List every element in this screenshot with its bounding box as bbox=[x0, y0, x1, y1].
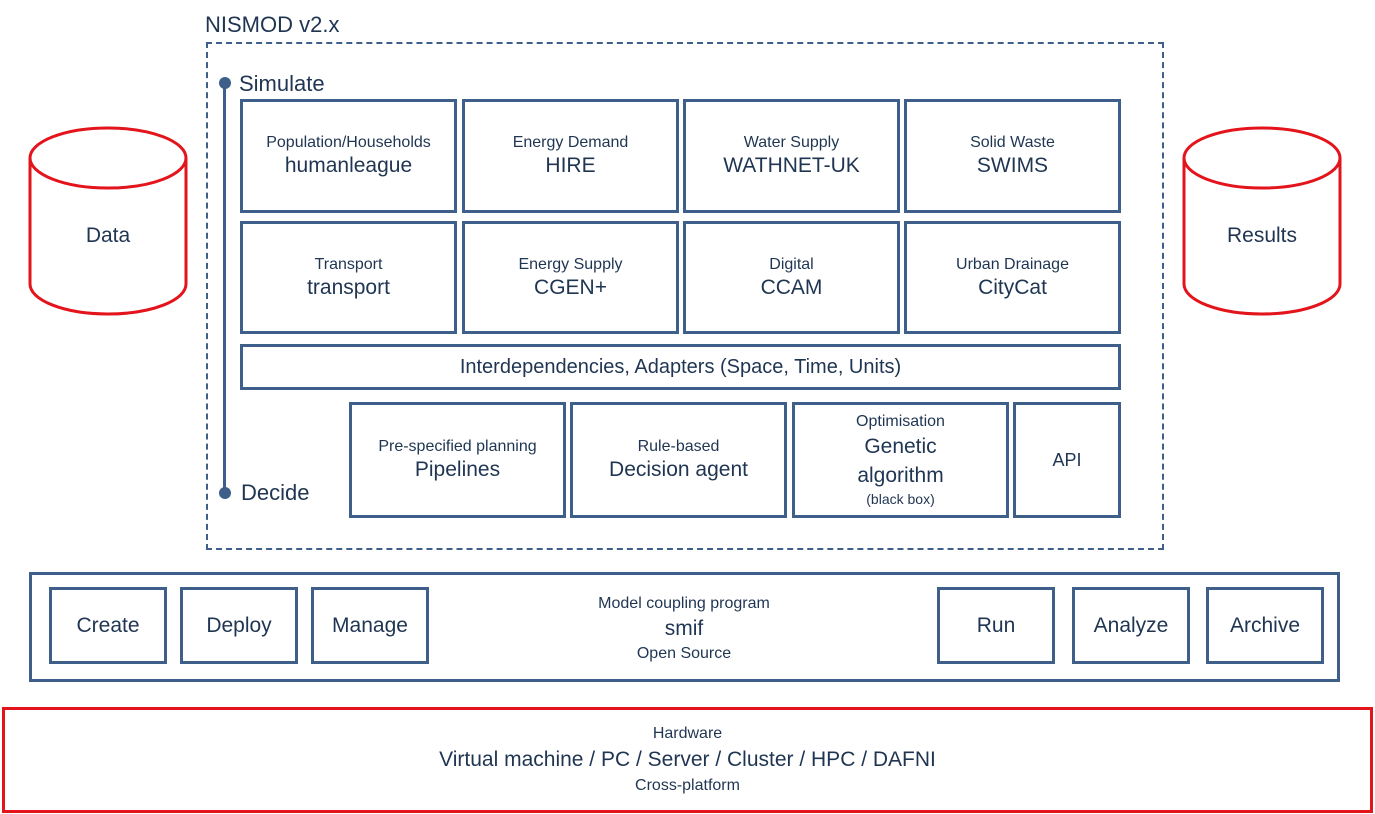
smif-center: Model coupling program smif Open Source bbox=[534, 590, 834, 668]
create-button[interactable]: Create bbox=[49, 587, 167, 664]
data-cylinder-icon bbox=[28, 126, 188, 316]
results-label: Results bbox=[1226, 224, 1298, 247]
model-category: Energy Demand bbox=[512, 134, 629, 151]
run-button[interactable]: Run bbox=[937, 587, 1055, 664]
decision-category: Pre-specified planning bbox=[378, 438, 537, 455]
model-solid-waste: Solid Waste SWIMS bbox=[904, 99, 1121, 213]
smif-name: smif bbox=[664, 617, 704, 640]
run-label: Run bbox=[976, 613, 1016, 637]
model-energy-supply: Energy Supply CGEN+ bbox=[462, 221, 679, 334]
data-store: Data bbox=[28, 126, 188, 316]
model-name: CGEN+ bbox=[534, 275, 607, 299]
create-label: Create bbox=[76, 613, 140, 637]
model-population-households: Population/Households humanleague bbox=[240, 99, 457, 213]
model-energy-demand: Energy Demand HIRE bbox=[462, 99, 679, 213]
decision-name: Decision agent bbox=[609, 458, 748, 481]
model-digital: Digital CCAM bbox=[683, 221, 900, 334]
model-category: Solid Waste bbox=[970, 134, 1055, 151]
decision-category: Optimisation bbox=[856, 413, 945, 430]
hardware-frame: Hardware Virtual machine / PC / Server /… bbox=[2, 707, 1373, 813]
decision-agent: Rule-based Decision agent bbox=[570, 402, 787, 518]
decision-genetic-algorithm: Optimisation Genetic algorithm (black bo… bbox=[792, 402, 1009, 518]
hardware-title: Hardware bbox=[652, 725, 723, 742]
interdependencies-label: Interdependencies, Adapters (Space, Time… bbox=[459, 356, 902, 378]
model-name: HIRE bbox=[545, 154, 596, 177]
hardware-platforms: Virtual machine / PC / Server / Cluster … bbox=[439, 748, 936, 771]
decision-name: Pipelines bbox=[414, 458, 501, 481]
smif-subtitle: Model coupling program bbox=[598, 595, 770, 612]
decision-name: API bbox=[1052, 450, 1082, 470]
model-name: transport bbox=[307, 275, 390, 299]
decide-label: Decide bbox=[241, 480, 310, 505]
decision-pipelines: Pre-specified planning Pipelines bbox=[349, 402, 566, 518]
decision-note: (black box) bbox=[866, 491, 935, 507]
archive-label: Archive bbox=[1229, 613, 1301, 637]
nismod-frame bbox=[206, 42, 1164, 550]
results-cylinder-icon bbox=[1182, 126, 1342, 316]
decision-category: Rule-based bbox=[637, 438, 720, 455]
model-category: Transport bbox=[314, 255, 383, 273]
model-water-supply: Water Supply WATHNET-UK bbox=[683, 99, 900, 213]
manage-label: Manage bbox=[332, 613, 408, 637]
model-name: SWIMS bbox=[976, 154, 1049, 177]
nismod-title: NISMOD v2.x bbox=[205, 12, 340, 37]
archive-button[interactable]: Archive bbox=[1206, 587, 1324, 664]
model-category: Urban Drainage bbox=[956, 255, 1069, 273]
model-name: humanleague bbox=[284, 154, 413, 177]
simulate-decide-timeline bbox=[223, 82, 226, 494]
data-label: Data bbox=[85, 224, 131, 247]
results-store: Results bbox=[1182, 126, 1342, 316]
simulate-label: Simulate bbox=[239, 71, 325, 96]
hardware-note: Cross-platform bbox=[635, 777, 740, 794]
smif-license: Open Source bbox=[636, 645, 732, 662]
model-category: Population/Households bbox=[266, 134, 431, 151]
model-urban-drainage: Urban Drainage CityCat bbox=[904, 221, 1121, 334]
deploy-button[interactable]: Deploy bbox=[180, 587, 298, 664]
decide-dot bbox=[219, 487, 231, 499]
decision-api: API bbox=[1013, 402, 1121, 518]
interdependencies-bar: Interdependencies, Adapters (Space, Time… bbox=[240, 344, 1121, 390]
model-category: Energy Supply bbox=[518, 255, 623, 273]
decision-name: Genetic algorithm bbox=[857, 435, 944, 487]
model-name: CityCat bbox=[978, 275, 1047, 299]
model-category: Water Supply bbox=[743, 134, 840, 151]
model-category: Digital bbox=[769, 255, 814, 273]
deploy-label: Deploy bbox=[206, 613, 272, 637]
analyze-button[interactable]: Analyze bbox=[1072, 587, 1190, 664]
simulate-dot bbox=[219, 77, 231, 89]
manage-button[interactable]: Manage bbox=[311, 587, 429, 664]
model-transport: Transport transport bbox=[240, 221, 457, 334]
model-name: CCAM bbox=[760, 275, 823, 299]
analyze-label: Analyze bbox=[1093, 613, 1169, 637]
model-name: WATHNET-UK bbox=[723, 154, 860, 177]
